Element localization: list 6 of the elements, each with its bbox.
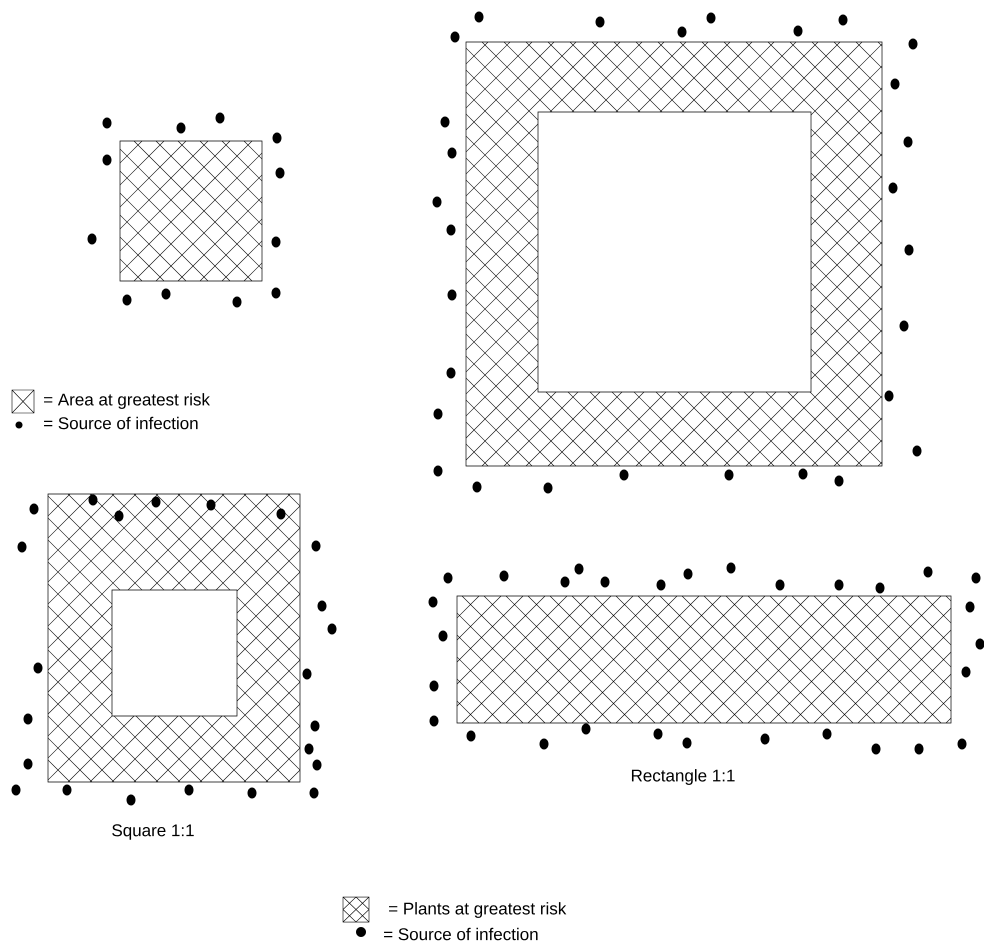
caption: Rectangle 1:1: [632, 769, 735, 785]
legend-text: = Source of infection: [384, 928, 538, 940]
legend-text: = Area at greatest risk: [44, 393, 210, 409]
legend-text: = Plants at greatest risk: [389, 902, 566, 918]
caption: Square 1:1: [112, 824, 194, 840]
legend-text: = Source of infection: [44, 416, 198, 430]
